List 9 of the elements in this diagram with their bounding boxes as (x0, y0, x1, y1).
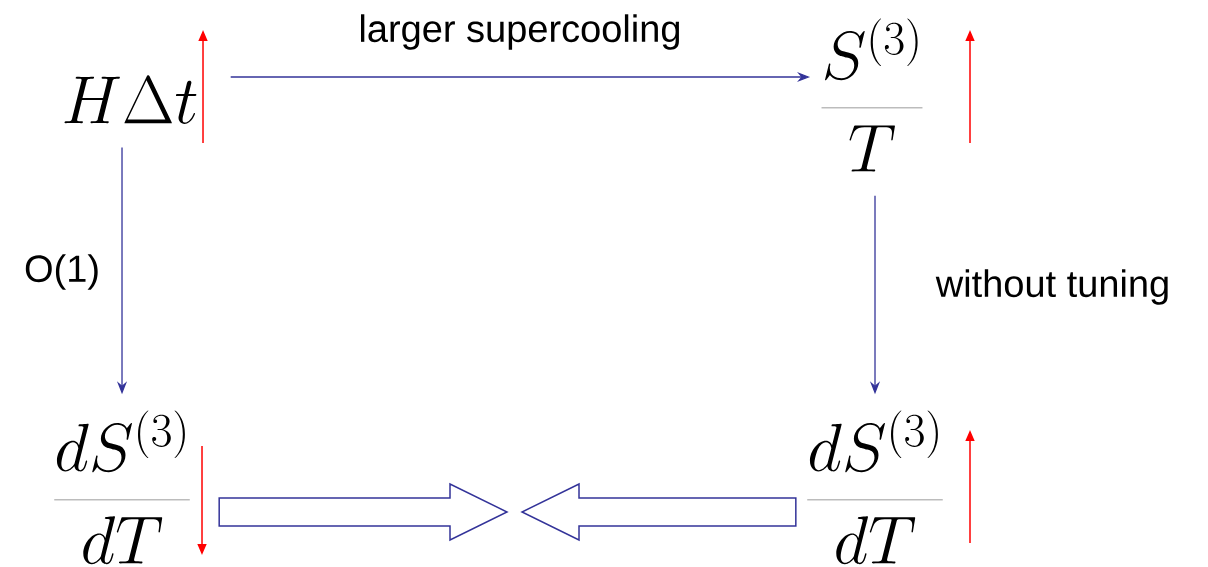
block-arrow (520, 482, 797, 542)
edge-label: without tuning (933, 267, 1173, 307)
formula-label: $H\Delta t$ (64, 75, 197, 124)
formula-label: $\frac{dS^{(3)}}{dT}$ (54, 410, 190, 565)
formula-label: $\frac{dS^{(3)}}{dT}$ (807, 410, 943, 565)
edge-label: O(1) (22, 252, 102, 292)
block-arrow (218, 482, 509, 542)
edge-label: larger supercooling (356, 12, 684, 52)
formula-label: $\frac{S^{(3)}}{T}$ (821, 18, 923, 172)
